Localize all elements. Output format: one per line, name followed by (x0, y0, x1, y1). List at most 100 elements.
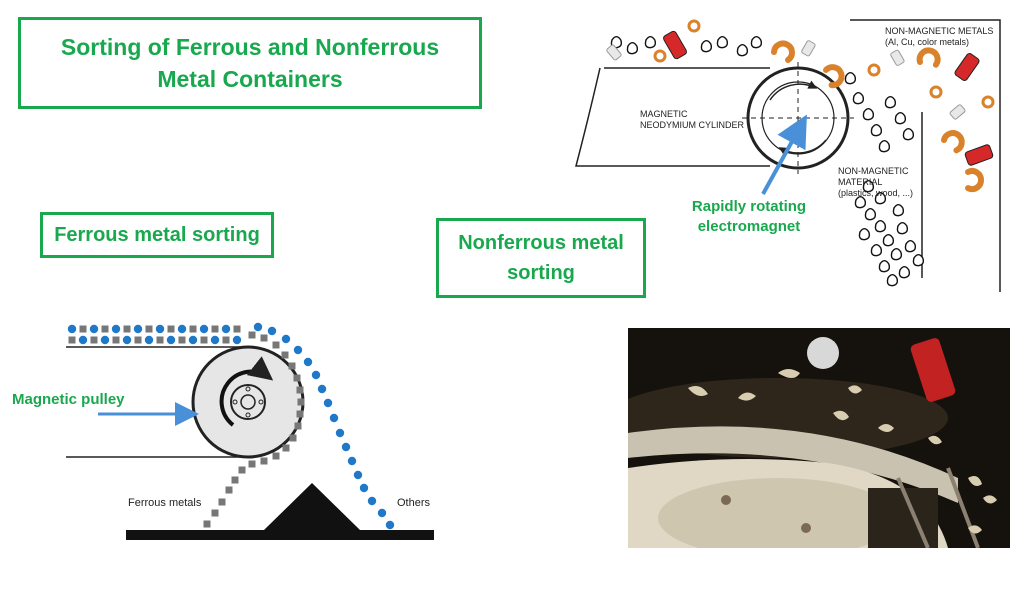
grey-particle (112, 336, 120, 344)
material-particle (904, 240, 917, 253)
material-particle (870, 124, 883, 137)
grey-particle (233, 325, 241, 333)
others-particle (353, 470, 363, 480)
material-particle (902, 128, 915, 141)
material-particle (884, 96, 897, 109)
belt-particles (67, 324, 242, 345)
blue-particle (232, 335, 242, 345)
others-particle (311, 370, 321, 380)
grey-particle (101, 325, 109, 333)
can-particle (663, 30, 687, 60)
others-particle (303, 357, 313, 367)
ferrous-particle (296, 410, 304, 418)
material-particle (896, 222, 909, 235)
blue-particle (166, 335, 176, 345)
material-particle (878, 140, 891, 153)
material-particle (700, 40, 713, 53)
others-particle (335, 428, 345, 438)
blue-particle (177, 324, 187, 334)
grey-particle (68, 336, 76, 344)
collection-bin-wall (850, 19, 1001, 292)
others-particle (367, 496, 377, 506)
material-particle (890, 248, 903, 261)
grey-particle (123, 325, 131, 333)
ferrous-particle (238, 466, 246, 474)
blue-particle (111, 324, 121, 334)
blue-particle (100, 335, 110, 345)
material-particle (870, 244, 883, 257)
ferrous-particle (248, 331, 256, 339)
magnetic-pulley-label: Magnetic pulley (12, 391, 125, 408)
material-particle (892, 204, 905, 217)
material-particle (854, 196, 867, 209)
ferrous-metals-label: Ferrous metals (128, 497, 202, 509)
non-magnetic-material-3: (plastics, wood, ...) (838, 188, 914, 198)
nonferrous-diagram (575, 19, 1001, 292)
ferrous-particle (211, 509, 219, 517)
material-particle (736, 44, 749, 57)
material-particle (864, 208, 877, 221)
blue-particle (188, 335, 198, 345)
tube-particle (606, 44, 622, 61)
ferrous-particle (260, 334, 268, 342)
ring-particle (653, 49, 667, 63)
electromagnet-pointer-arrow (761, 114, 807, 195)
others-stream (253, 322, 395, 530)
grey-particle (145, 325, 153, 333)
material-particle (886, 274, 899, 287)
blue-particle (155, 324, 165, 334)
ferrous-particle (281, 351, 289, 359)
eddy-current-photo (628, 328, 1010, 548)
nonferrous-heading-box: Nonferrous metal sorting (436, 218, 646, 298)
cylinder-label-1: MAGNETIC (640, 109, 688, 119)
others-particle (253, 322, 263, 332)
ferrous-particle (297, 398, 305, 406)
others-particle (377, 508, 387, 518)
nonferrous-metal-particle (823, 64, 845, 89)
ferrous-particle (289, 434, 297, 442)
nonferrous-metal-particle (771, 40, 795, 63)
others-particle (317, 384, 327, 394)
cylinder-label-2: NEODYMIUM CYLINDER (640, 120, 745, 130)
material-particle (882, 234, 895, 247)
tube-particle (949, 104, 966, 120)
material-particle (844, 72, 857, 85)
nonferrous-metal-particle (916, 47, 941, 68)
ferrous-particle (296, 386, 304, 394)
blue-particle (89, 324, 99, 334)
ferrous-particle (282, 444, 290, 452)
ferrous-metal-stream (203, 331, 305, 528)
ferrous-heading-box: Ferrous metal sorting (40, 212, 274, 258)
ferrous-particle (272, 452, 280, 460)
material-particle (898, 266, 911, 279)
ring-particle (867, 63, 881, 77)
ring-particle (981, 95, 995, 109)
others-particle (347, 456, 357, 466)
others-particle (281, 334, 291, 344)
others-particle (385, 520, 395, 530)
material-particle (852, 92, 865, 105)
ground-bar (126, 530, 434, 540)
title-box: Sorting of Ferrous and Nonferrous Metal … (18, 17, 482, 109)
rotation-arrow-icon (219, 356, 274, 427)
electromagnet-label: Rapidly rotating electromagnet (691, 198, 807, 235)
grey-particle (134, 336, 142, 344)
divider-ground (126, 483, 434, 538)
others-particle (329, 413, 339, 423)
tube-particle (801, 40, 816, 57)
blue-particle (210, 335, 220, 345)
material-particle (716, 36, 729, 49)
tube-particle (890, 49, 905, 66)
blue-particle (133, 324, 143, 334)
grey-particle (167, 325, 175, 333)
grey-particle (178, 336, 186, 344)
non-magnetic-metals-sub: (Al, Cu, color metals) (885, 37, 970, 47)
ferrous-particle (293, 374, 301, 382)
nonferrous-metal-particle (941, 130, 965, 154)
ferrous-particle (260, 457, 268, 465)
blue-particle (78, 335, 88, 345)
material-particle (862, 108, 875, 121)
others-particle (323, 398, 333, 408)
ring-particle (929, 85, 943, 99)
